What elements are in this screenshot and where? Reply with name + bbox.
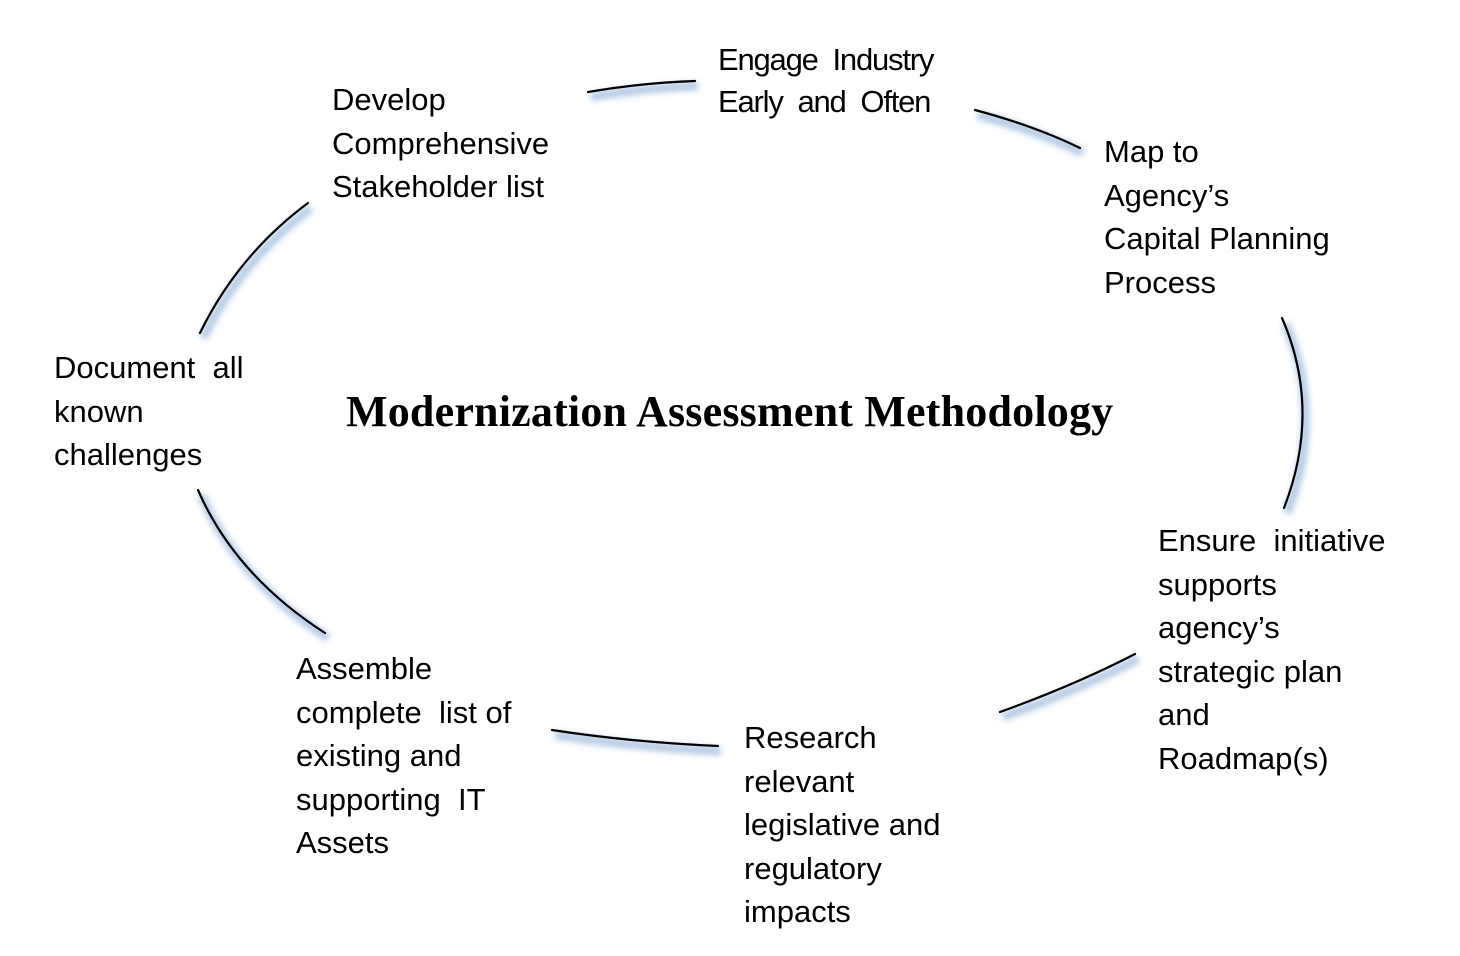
ring-arc-develop-engage — [586, 79, 697, 94]
step-line: known — [54, 393, 144, 429]
step-line: relevant — [744, 763, 855, 799]
step-line: Develop — [332, 82, 446, 117]
step-line: Assets — [296, 825, 390, 860]
step-line: supports — [1158, 566, 1277, 602]
step-line: Process — [1104, 264, 1216, 300]
ring-arc-engage-map — [973, 108, 1082, 150]
step-line: Assemble — [296, 651, 433, 686]
ring-segments — [196, 79, 1304, 748]
step-line: challenges — [54, 437, 203, 472]
step-assemble-it-assets: Assemble complete list of existing and s… — [296, 647, 511, 865]
step-line: Research — [744, 720, 877, 755]
ring-arc-assemble-document — [196, 488, 327, 635]
diagram-title: Modernization Assessment Methodology — [346, 387, 1114, 436]
ring-arc-ensure-research — [998, 652, 1137, 714]
step-line: complete list of — [296, 694, 512, 730]
step-line: supporting IT — [296, 781, 486, 817]
step-line: Stakeholder list — [332, 169, 544, 204]
step-line: Document all — [54, 350, 244, 385]
step-line: Roadmap(s) — [1158, 740, 1329, 776]
step-ensure-strategic-alignment: Ensure initiative supports agency’s stra… — [1158, 519, 1385, 780]
step-document-challenges: Document all known challenges — [54, 346, 244, 477]
step-engage-industry: Engage Industry Early and Often — [718, 39, 934, 123]
step-line: Capital Planning — [1104, 221, 1330, 256]
step-line: Comprehensive — [332, 125, 550, 161]
step-line: Ensure initiative — [1158, 523, 1386, 558]
ring-arc-map-ensure — [1280, 316, 1304, 510]
step-line: impacts — [744, 894, 851, 929]
step-line: and — [1158, 697, 1210, 732]
step-map-capital-planning: Map to Agency’s Capital Planning Process — [1104, 130, 1330, 304]
step-line: Early and Often — [718, 84, 931, 119]
step-line: Agency’s — [1104, 177, 1230, 213]
ring-arc-research-assemble — [550, 728, 720, 748]
step-develop-stakeholder-list: Develop Comprehensive Stakeholder list — [332, 78, 549, 209]
step-line: strategic plan — [1158, 653, 1343, 689]
step-line: Engage Industry — [718, 42, 934, 77]
step-research-legislative-impacts: Research relevant legislative and regula… — [744, 716, 940, 934]
step-line: legislative and — [744, 807, 941, 842]
step-line: agency’s — [1158, 610, 1280, 645]
step-line: regulatory — [744, 850, 882, 886]
step-line: Map to — [1104, 134, 1199, 169]
ring-arc-document-develop — [198, 201, 310, 335]
step-line: existing and — [296, 738, 462, 773]
